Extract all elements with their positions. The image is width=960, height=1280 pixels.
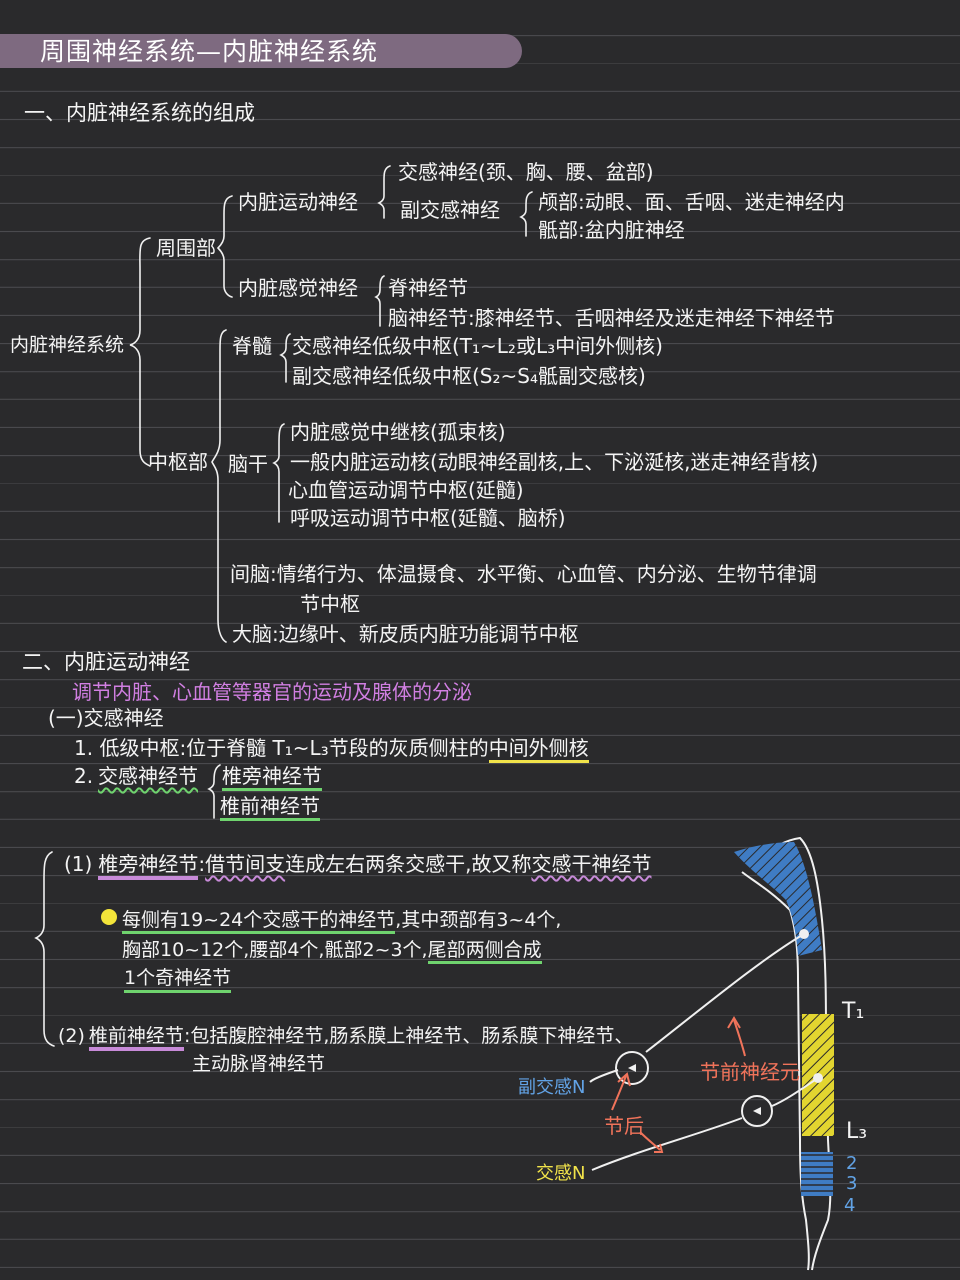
diencephalon-line-1: 间脑:情绪行为、体温摄食、水平衡、心血管、内分泌、生物节律调 bbox=[230, 562, 817, 586]
p1-mid: 连成左右两条交感干,故又称 bbox=[285, 852, 532, 876]
bullet-line-1: 每侧有19~24个交感干的神经节,其中颈部有3~4个, bbox=[122, 908, 562, 934]
p2-text-line-2: 主动脉肾神经节 bbox=[192, 1053, 326, 1075]
diencephalon-line-2: 节中枢 bbox=[300, 592, 360, 616]
p1-highlight-2: 交感干神经节 bbox=[531, 852, 652, 876]
label-2: 2 bbox=[846, 1153, 858, 1174]
sacral-region bbox=[801, 1152, 833, 1196]
cerebrum-line: 大脑:边缘叶、新皮质内脏功能调节中枢 bbox=[232, 622, 579, 646]
label-preganglionic-neuron: 节前神经元 bbox=[700, 1060, 800, 1084]
brainstem-item-4: 呼吸运动调节中枢(延髓、脑桥) bbox=[290, 506, 566, 530]
p2-number: (2) bbox=[58, 1025, 85, 1047]
item2-number: 2. bbox=[74, 764, 94, 788]
title-banner bbox=[0, 34, 522, 68]
page-title: 周围神经系统—内脏神经系统 bbox=[40, 37, 379, 66]
bullet-dot bbox=[101, 909, 117, 925]
item1-text: 1. 低级中枢:位于脊髓 T₁~L₃节段的灰质侧柱的中间外侧核 bbox=[74, 736, 589, 763]
cranial-ganglion: 脑神经节:膝神经节、舌咽神经及迷走神经下神经节 bbox=[388, 306, 835, 330]
item2-label: 交感神经节 bbox=[98, 764, 198, 788]
spinal-ganglion: 脊神经节 bbox=[388, 276, 468, 300]
para-ganglion-paragraph: (1)椎旁神经节:借节间支连成左右两条交感干,故又称交感干神经节 bbox=[64, 852, 652, 880]
brainstem-item-3: 心血管运动调节中枢(延髓) bbox=[288, 478, 524, 502]
item1-prefix: 1. 低级中枢:位于脊髓 T₁~L₃节段的灰质侧柱的 bbox=[74, 736, 489, 760]
prevertebral-label: 椎前神经节 bbox=[220, 794, 320, 821]
spinal-para-center: 副交感神经低级中枢(S₂~S₄骶副交感核) bbox=[292, 364, 646, 388]
bullet-highlight-1: 每侧有19~24个交感干的神经节 bbox=[122, 909, 396, 934]
label-t1: T₁ bbox=[842, 999, 865, 1024]
brainstem-label: 脑干 bbox=[228, 452, 268, 476]
section2-description: 调节内脏、心血管等器官的运动及腺体的分泌 bbox=[72, 680, 472, 704]
p2-text: :包括腹腔神经节,肠系膜上神经节、肠系膜下神经节、 bbox=[183, 1025, 634, 1047]
peripheral-label: 周围部 bbox=[156, 236, 216, 260]
item1-highlight: 中间外侧核 bbox=[488, 736, 589, 763]
bullet-highlight-2: 尾部两侧合成 bbox=[427, 939, 542, 964]
paravertebral-label: 椎旁神经节 bbox=[222, 764, 322, 791]
p1-number: (1) bbox=[64, 852, 93, 876]
label-3: 3 bbox=[846, 1173, 858, 1194]
bullet-line-3: 1个奇神经节 bbox=[124, 966, 232, 993]
sympathetic-label: 交感神经(颈、胸、腰、盆部) bbox=[398, 160, 654, 184]
central-label: 中枢部 bbox=[148, 450, 208, 474]
brainstem-item-1: 内脏感觉中继核(孤束核) bbox=[290, 420, 506, 444]
label-4: 4 bbox=[844, 1195, 856, 1216]
section2-heading: 二、内脏运动神经 bbox=[22, 650, 190, 674]
spinal-cord-label: 脊髓 bbox=[232, 334, 272, 358]
subsection-sympathetic: (一)交感神经 bbox=[48, 706, 164, 730]
p1-highlight-1: 借节间支 bbox=[205, 852, 286, 876]
visceral-motor-label: 内脏运动神经 bbox=[238, 190, 358, 214]
root-label: 内脏神经系统 bbox=[10, 334, 125, 356]
visceral-sensory-label: 内脏感觉神经 bbox=[238, 276, 358, 300]
p1-label: 椎旁神经节 bbox=[98, 852, 199, 880]
p1-separator: : bbox=[198, 852, 206, 876]
bullet-rest-1: ,其中颈部有3~4个, bbox=[395, 909, 562, 931]
spinal-sym-center: 交感神经低级中枢(T₁~L₂或L₃中间外侧核) bbox=[292, 334, 663, 358]
section1-heading: 一、内脏神经系统的组成 bbox=[24, 101, 255, 125]
cranial-part: 颅部:动眼、面、舌咽、迷走神经内 bbox=[538, 190, 845, 214]
bullet-line-2: 胸部10~12个,腰部4个,骶部2~3个,尾部两侧合成 bbox=[122, 938, 542, 964]
parasympathetic-label: 副交感神经 bbox=[400, 198, 500, 222]
brainstem-item-2: 一般内脏运动核(动眼神经副核,上、下泌涎核,迷走神经背核) bbox=[290, 450, 819, 474]
cervical-region bbox=[734, 842, 822, 956]
label-l3: L₃ bbox=[846, 1119, 868, 1144]
sacral-part: 骶部:盆内脏神经 bbox=[538, 218, 685, 242]
label-parasympathetic-n: 副交感N bbox=[518, 1077, 586, 1098]
label-sympathetic-n: 交感N bbox=[536, 1163, 586, 1184]
bullet-start-2: 胸部10~12个,腰部4个,骶部2~3个, bbox=[122, 939, 428, 961]
pre-ganglion-paragraph: (2)椎前神经节:包括腹腔神经节,肠系膜上神经节、肠系膜下神经节、 bbox=[58, 1024, 634, 1051]
label-postganglionic: 节后 bbox=[604, 1114, 644, 1138]
p2-label: 椎前神经节 bbox=[88, 1025, 184, 1051]
